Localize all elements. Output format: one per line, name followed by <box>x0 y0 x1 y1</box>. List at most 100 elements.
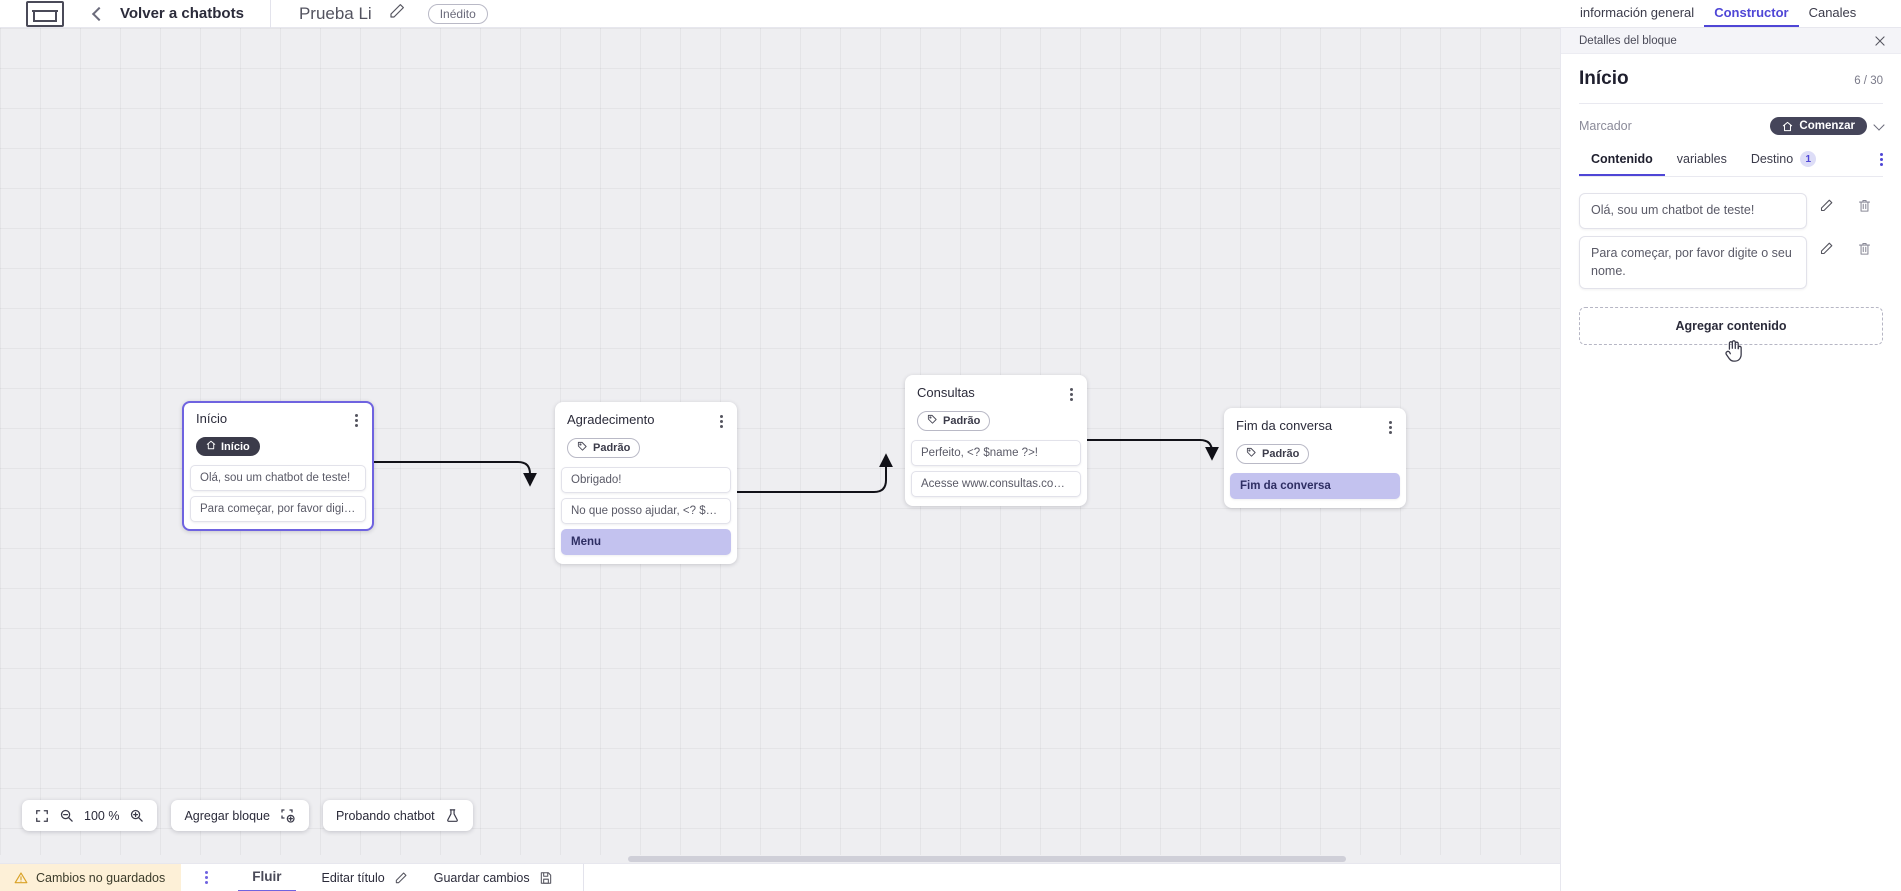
tab-informacion-general[interactable]: información general <box>1580 5 1695 20</box>
canvas-horizontal-scrollbar[interactable] <box>0 855 1560 863</box>
marcador-select[interactable]: Comenzar <box>1770 117 1885 135</box>
node-item[interactable]: Obrigado! <box>561 467 731 493</box>
content-text[interactable]: Para começar, por favor digite o seu nom… <box>1579 235 1807 290</box>
home-icon <box>1782 121 1793 132</box>
node-header: Fim da conversa <box>1224 416 1406 437</box>
test-chatbot-label: Probando chatbot <box>335 808 435 823</box>
node-menu-icon[interactable] <box>718 412 725 431</box>
node-menu-icon[interactable] <box>353 411 360 430</box>
node-tag-badge: Padrão <box>1236 444 1310 464</box>
scrollbar-thumb[interactable] <box>628 856 1346 862</box>
block-title-row: Início 6 / 30 <box>1579 68 1883 90</box>
tab-contenido[interactable]: Contenido <box>1579 152 1665 176</box>
node-items: Perfeito, <? $name ?>! Acesse www.consul… <box>905 440 1087 497</box>
back-to-chatbots-link[interactable]: Volver a chatbots <box>120 5 244 22</box>
node-item[interactable]: No que posso ajudar, <? $name ... <box>561 498 731 524</box>
add-content-button[interactable]: Agregar contenido <box>1579 307 1883 346</box>
tab-fluir[interactable]: Fluir <box>238 864 296 891</box>
tag-icon <box>927 414 938 428</box>
status-menu-icon[interactable] <box>205 871 209 884</box>
divider <box>1579 103 1883 104</box>
unsaved-changes-badge: Cambios no guardados <box>0 863 182 891</box>
content-list: Olá, sou um chatbot de teste! Para começ… <box>1579 193 1883 290</box>
edit-content-button[interactable] <box>1807 236 1845 256</box>
marcador-value-badge: Comenzar <box>1770 117 1867 135</box>
edit-content-button[interactable] <box>1807 193 1845 213</box>
chevron-down-icon[interactable] <box>1873 118 1885 131</box>
node-item[interactable]: Para começar, por favor digite o ... <box>190 496 366 522</box>
canvas-toolbar: 100 % Agregar bloque Probando chatbot <box>22 800 473 831</box>
node-header: Agradecimento <box>555 410 737 431</box>
node-tag-row: Padrão <box>555 431 737 458</box>
status-badge: Inédito <box>427 3 488 24</box>
node-menu-icon[interactable] <box>1068 385 1075 404</box>
block-char-count: 6 / 30 <box>1854 75 1883 87</box>
trash-icon <box>1858 199 1870 212</box>
page-title: Prueba Li <box>298 3 372 23</box>
flow-node-agradecimento[interactable]: Agradecimento Padrão Obrigado! No que po… <box>555 402 737 564</box>
zoom-out-icon[interactable] <box>59 808 74 823</box>
node-tag-badge: Início <box>196 437 260 456</box>
panel-header: Detalles del bloque <box>1561 28 1901 54</box>
panel-tabs: Contenido variables Destino 1 <box>1579 151 1883 177</box>
flow-canvas[interactable]: Início Início Olá, sou um chatbot de tes… <box>0 28 1560 863</box>
node-tag-label: Início <box>221 440 250 453</box>
pencil-icon[interactable] <box>388 2 406 25</box>
zoom-controls: 100 % <box>22 800 158 831</box>
block-title: Início <box>1579 68 1629 89</box>
tab-destino[interactable]: Destino 1 <box>1739 151 1828 177</box>
tab-variables[interactable]: variables <box>1665 152 1739 176</box>
flow-node-fim-da-conversa[interactable]: Fim da conversa Padrão Fim da conversa <box>1224 408 1406 508</box>
delete-content-button[interactable] <box>1845 236 1883 256</box>
test-chatbot-button[interactable]: Probando chatbot <box>322 800 473 831</box>
flow-node-inicio[interactable]: Início Início Olá, sou um chatbot de tes… <box>182 401 374 531</box>
fit-screen-icon[interactable] <box>35 809 49 823</box>
save-changes-label: Guardar cambios <box>433 870 530 885</box>
content-row: Olá, sou um chatbot de teste! <box>1579 193 1883 229</box>
panel-overflow-menu-icon[interactable] <box>1880 153 1883 174</box>
panel-header-title: Detalles del bloque <box>1579 34 1677 47</box>
node-tag-row: Padrão <box>905 404 1087 431</box>
delete-content-button[interactable] <box>1845 193 1883 213</box>
node-menu-icon[interactable] <box>1387 418 1394 437</box>
content-row: Para começar, por favor digite o seu nom… <box>1579 235 1883 290</box>
node-tag-label: Padrão <box>943 415 981 427</box>
marcador-label: Marcador <box>1579 119 1632 133</box>
tag-icon <box>577 441 588 455</box>
tag-icon <box>1246 447 1257 461</box>
save-changes-button[interactable]: Guardar cambios <box>434 871 553 885</box>
marcador-value-label: Comenzar <box>1799 120 1855 132</box>
divider <box>269 0 271 28</box>
flow-node-consultas[interactable]: Consultas Padrão Perfeito, <? $name ?>! … <box>905 375 1087 506</box>
app-logo-icon[interactable] <box>26 0 64 27</box>
node-item[interactable]: Acesse www.consultas.com par... <box>911 471 1081 497</box>
node-item[interactable]: Perfeito, <? $name ?>! <box>911 440 1081 466</box>
node-title: Agradecimento <box>567 412 655 427</box>
node-tag-badge: Padrão <box>567 438 641 458</box>
zoom-in-icon[interactable] <box>129 808 144 823</box>
node-item[interactable]: Olá, sou um chatbot de teste! <box>190 465 366 491</box>
top-bar: Volver a chatbots Prueba Li Inédito <box>0 0 1560 28</box>
node-title: Fim da conversa <box>1236 418 1333 433</box>
marcador-row: Marcador Comenzar <box>1579 117 1885 135</box>
node-title: Consultas <box>917 385 975 400</box>
divider <box>582 863 584 891</box>
node-item[interactable]: Fim da conversa <box>1230 473 1400 499</box>
edit-title-button[interactable]: Editar título <box>322 871 408 885</box>
node-items: Fim da conversa <box>1224 473 1406 499</box>
zoom-level: 100 % <box>84 808 120 823</box>
add-block-label: Agregar bloque <box>184 808 270 823</box>
add-block-button[interactable]: Agregar bloque <box>171 800 309 831</box>
tab-constructor[interactable]: Constructor <box>1704 5 1799 27</box>
node-tag-label: Padrão <box>1262 448 1300 460</box>
right-top-tabs: información general Constructor Canales <box>1560 0 1901 28</box>
chevron-left-icon[interactable] <box>91 6 107 21</box>
node-title: Início <box>196 411 228 426</box>
node-tag-badge: Padrão <box>917 411 991 431</box>
node-item[interactable]: Menu <box>561 529 731 555</box>
tab-canales[interactable]: Canales <box>1808 5 1857 20</box>
content-text[interactable]: Olá, sou um chatbot de teste! <box>1579 193 1807 229</box>
close-icon[interactable] <box>1873 34 1887 48</box>
add-block-icon <box>280 808 296 824</box>
